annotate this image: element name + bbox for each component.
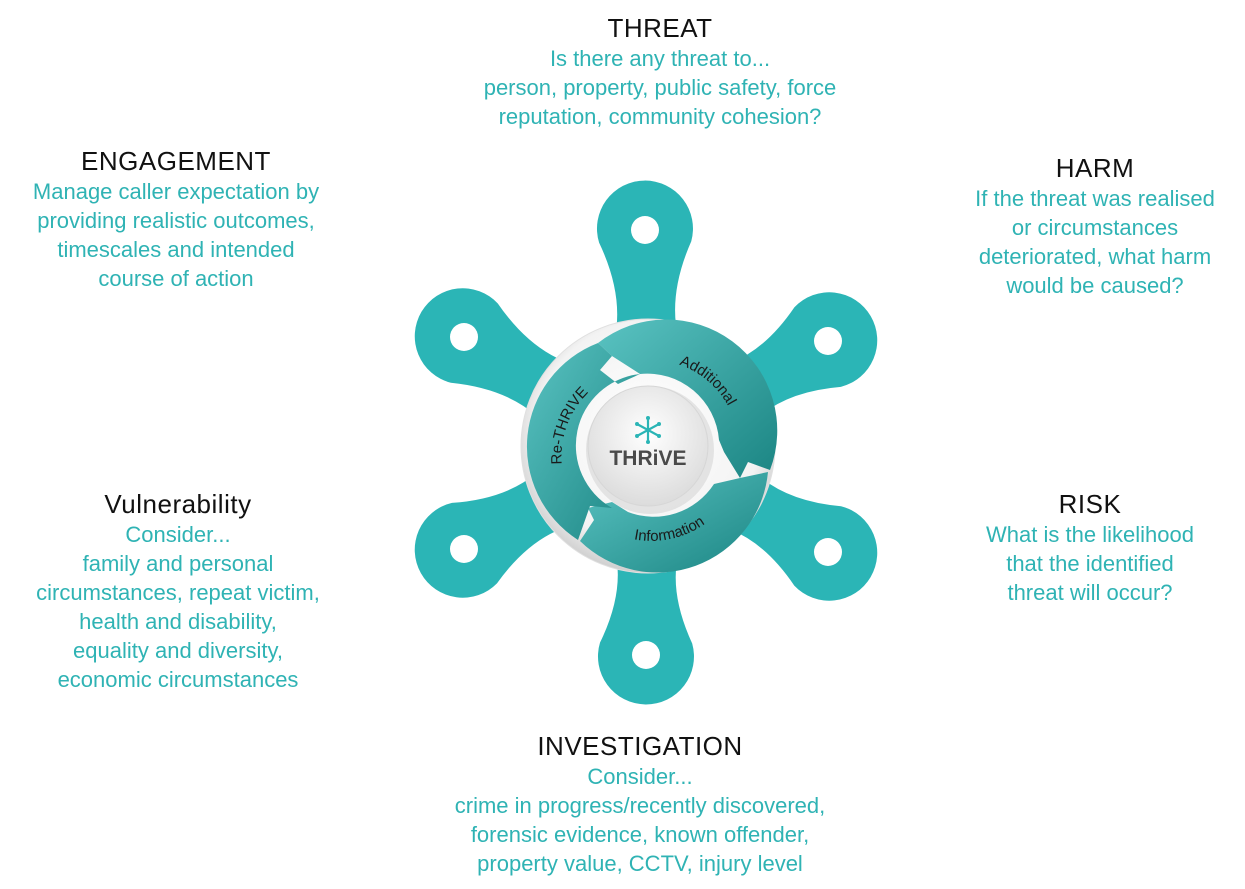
threat-description: Is there any threat to... person, proper… — [380, 44, 940, 131]
vulnerability-line: economic circumstances — [57, 667, 299, 692]
investigation-description: Consider... crime in progress/recently d… — [380, 762, 900, 878]
threat-title: THREAT — [607, 13, 713, 43]
vulnerability-title: Vulnerability — [104, 489, 252, 519]
threat-line: reputation, community cohesion? — [498, 104, 822, 129]
engagement-line: course of action — [98, 266, 254, 291]
risk-line: threat will occur? — [1007, 580, 1173, 605]
petal-investigation-hole — [632, 641, 660, 669]
harm-line: or circumstances — [1011, 215, 1179, 240]
risk-line: that the identified — [1006, 551, 1174, 576]
petal-engagement-hole — [450, 323, 478, 351]
investigation-line: crime in progress/recently discovered, — [454, 793, 826, 818]
logo-text: THRiVE — [609, 447, 686, 470]
investigation-line: Consider... — [587, 764, 693, 789]
engagement-line: timescales and intended — [57, 237, 295, 262]
harm-title: HARM — [1055, 153, 1135, 183]
engagement-line: Manage caller expectation by — [32, 179, 320, 204]
asterisk-icon — [635, 416, 661, 444]
hub — [587, 385, 709, 507]
cycle-arrow-rethrive — [526, 343, 640, 540]
investigation-line: property value, CCTV, injury level — [477, 851, 803, 876]
vulnerability-line: health and disability, — [79, 609, 277, 634]
petal-risk-hole — [814, 538, 842, 566]
petal-threat-hole — [631, 216, 659, 244]
vulnerability-line: equality and diversity, — [73, 638, 283, 663]
risk-title: RISK — [1058, 489, 1122, 519]
engagement-description: Manage caller expectation by providing r… — [0, 177, 352, 293]
section-investigation: INVESTIGATION Consider... crime in progr… — [380, 730, 900, 878]
investigation-title: INVESTIGATION — [537, 731, 743, 761]
cycle-arrow-additional — [598, 319, 778, 478]
vulnerability-line: Consider... — [125, 522, 231, 547]
harm-line: deteriorated, what harm — [978, 244, 1212, 269]
section-vulnerability: Vulnerability Consider... family and per… — [0, 488, 356, 694]
cycle-arrow-information — [580, 472, 768, 573]
section-harm: HARM If the threat was realised or circu… — [945, 152, 1245, 300]
harm-line: If the threat was realised — [975, 186, 1215, 211]
threat-line: person, property, public safety, force — [483, 75, 837, 100]
investigation-line: forensic evidence, known offender, — [470, 822, 810, 847]
section-threat: THREAT Is there any threat to... person,… — [380, 12, 940, 131]
vulnerability-line: circumstances, repeat victim, — [36, 580, 320, 605]
harm-description: If the threat was realised or circumstan… — [945, 184, 1245, 300]
section-engagement: ENGAGEMENT Manage caller expectation by … — [0, 145, 352, 293]
risk-description: What is the likelihood that the identifi… — [950, 520, 1230, 607]
vulnerability-description: Consider... family and personal circumst… — [0, 520, 356, 694]
petal-harm-hole — [814, 327, 842, 355]
vulnerability-line: family and personal — [82, 551, 274, 576]
harm-line: would be caused? — [1006, 273, 1184, 298]
threat-line: Is there any threat to... — [549, 46, 771, 71]
section-risk: RISK What is the likelihood that the ide… — [950, 488, 1230, 607]
engagement-line: providing realistic outcomes, — [37, 208, 315, 233]
engagement-title: ENGAGEMENT — [81, 146, 271, 176]
risk-line: What is the likelihood — [986, 522, 1194, 547]
petal-vulnerability-hole — [450, 535, 478, 563]
